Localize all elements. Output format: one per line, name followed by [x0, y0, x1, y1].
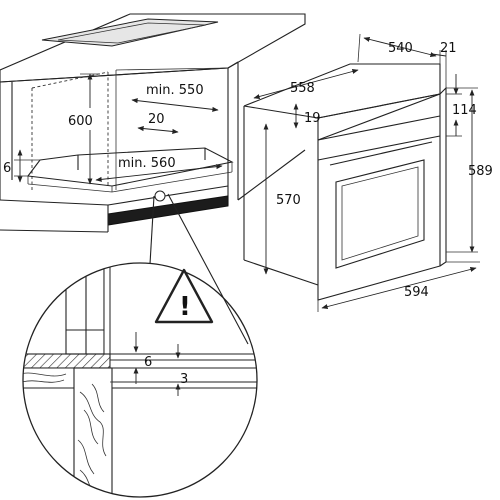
- dim-detail-rail: 3: [180, 372, 188, 387]
- dim-detail-gap: 6: [144, 355, 152, 370]
- dim-oven-frame-top: 19: [304, 111, 321, 126]
- dim-oven-total-height: 589: [468, 164, 493, 179]
- warning-icon: !: [154, 268, 214, 324]
- dim-oven-depth: 540: [388, 41, 413, 56]
- detail-circle: [22, 262, 258, 498]
- oven-dimensions: [253, 33, 480, 312]
- dim-oven-body-height: 570: [276, 193, 301, 208]
- dim-cabinet-height: 600: [68, 114, 93, 129]
- detail-view: [23, 263, 257, 497]
- oven-door-window: [335, 159, 425, 269]
- kitchen-cabinet: [0, 13, 306, 233]
- dim-oven-front-width: 594: [404, 285, 429, 300]
- dim-oven-door-thickness: 21: [440, 41, 457, 56]
- detail-callout: [149, 190, 249, 345]
- dim-cabinet-min-width: min. 560: [118, 156, 176, 171]
- dim-cabinet-rail-offset: 20: [148, 112, 165, 127]
- dim-cabinet-min-depth: min. 550: [146, 83, 204, 98]
- dim-oven-frame-side: 114: [452, 103, 477, 118]
- dim-oven-width-top: 558: [290, 81, 315, 96]
- dim-shelf-offset: 6: [3, 161, 11, 176]
- warning-symbol: !: [179, 292, 191, 322]
- hob-cutout: [41, 18, 219, 47]
- worktop: [0, 13, 306, 83]
- oven: [243, 63, 447, 301]
- cabinet-dimensions: [14, 73, 223, 185]
- ventilation-strip: [107, 195, 229, 226]
